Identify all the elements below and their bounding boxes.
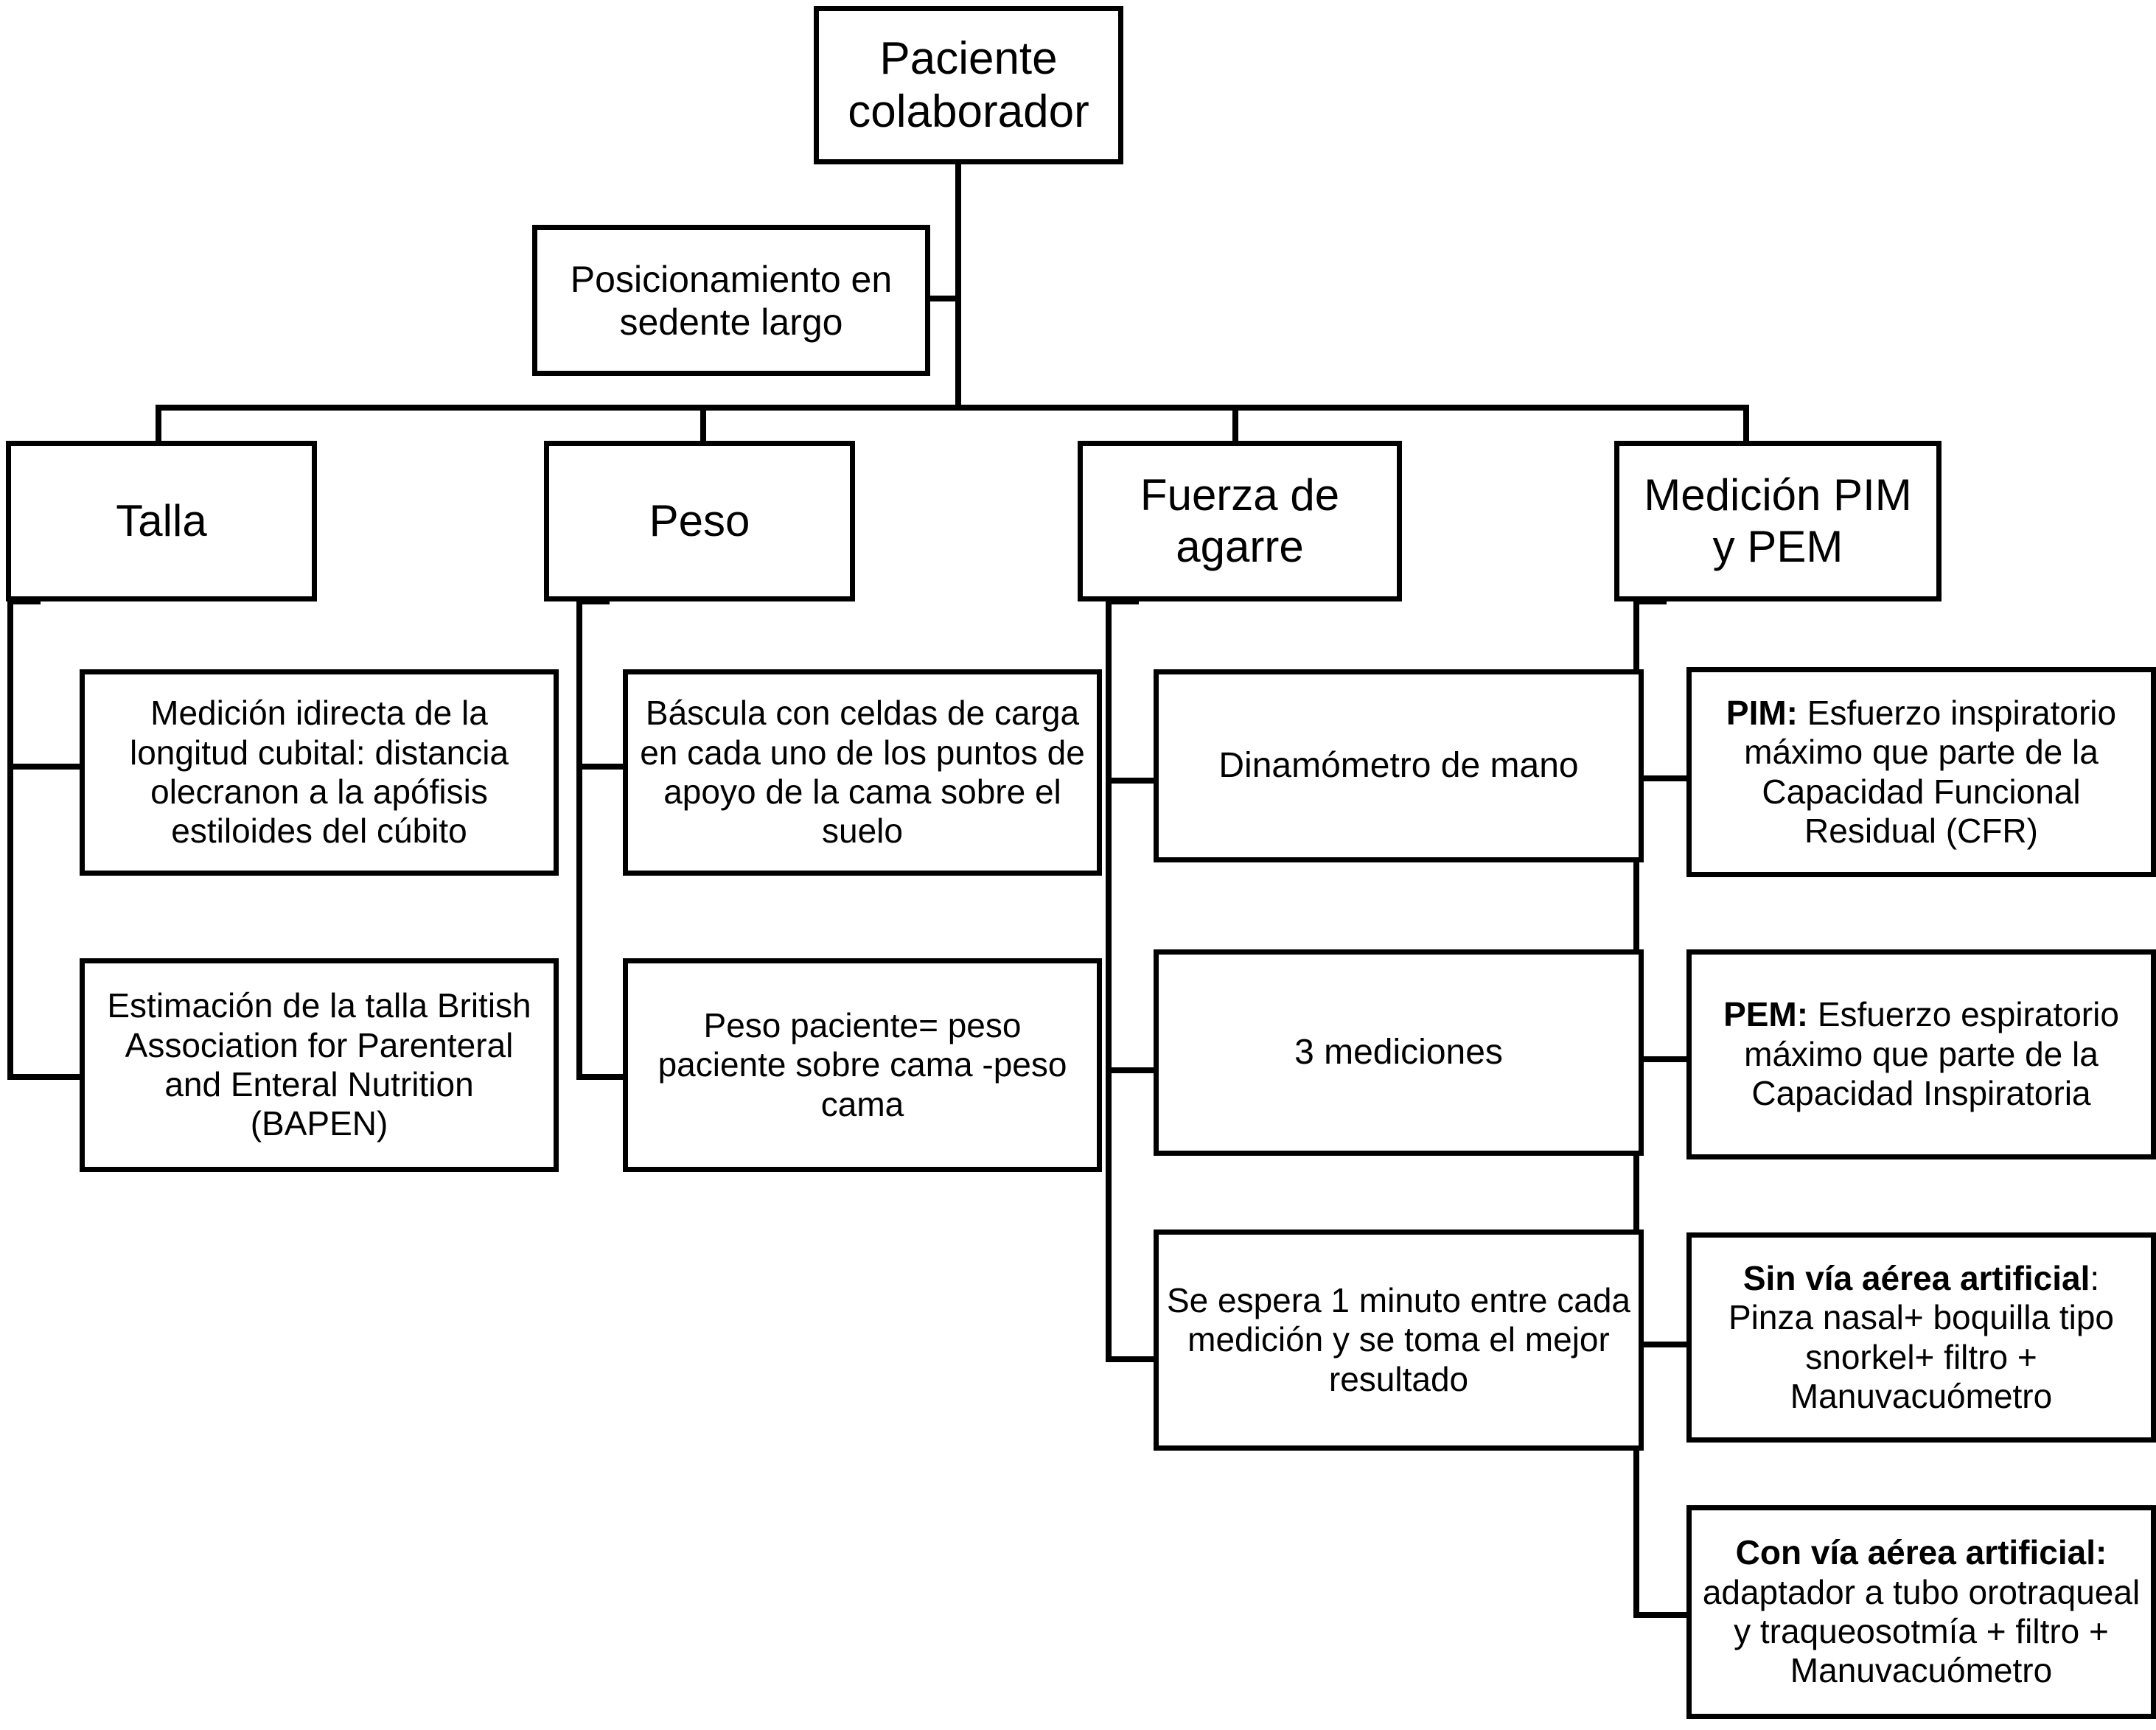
node-category-peso[interactable]: Peso [544, 441, 855, 601]
node-positioning[interactable]: Posicionamiento en sedente largo [532, 225, 930, 376]
node-leaf-fuerza-1[interactable]: Dinamómetro de mano [1154, 669, 1644, 862]
node-leaf-medicion-3-text: Sin vía aérea artificial: Pinza nasal+ b… [1692, 1259, 2151, 1416]
connector-drop-talla [156, 405, 161, 443]
connector-peso-bottom [576, 599, 610, 604]
node-leaf-talla-1[interactable]: Medición idirecta de la longitud cubital… [80, 669, 559, 876]
connector-medicion-stub-4 [1633, 1612, 1686, 1618]
connector-drop-medicion [1743, 405, 1749, 443]
connector-distribution-bar [156, 405, 1749, 411]
node-leaf-medicion-2-text: PEM: Esfuerzo espiratorio máximo que par… [1692, 995, 2151, 1113]
node-leaf-peso-1-label: Báscula con celdas de carga en cada uno … [640, 694, 1085, 851]
node-category-talla-label: Talla [116, 496, 207, 546]
connector-peso-trunk [576, 599, 582, 1080]
node-leaf-medicion-4[interactable]: Con vía aérea artificial: adaptador a tu… [1686, 1505, 2156, 1719]
connector-talla-stub-1 [7, 764, 80, 770]
node-leaf-medicion-1-bold: PIM: [1726, 693, 1798, 732]
connector-medicion-bottom [1633, 599, 1667, 604]
connector-root-to-positioning [929, 296, 960, 301]
node-leaf-medicion-3-bold: Sin vía aérea artificial [1742, 1258, 2090, 1297]
node-leaf-medicion-4-text: Con vía aérea artificial: adaptador a tu… [1692, 1533, 2151, 1690]
connector-peso-stub-2 [576, 1074, 625, 1080]
node-category-fuerza-de-agarre[interactable]: Fuerza de agarre [1078, 441, 1402, 601]
node-leaf-talla-1-label: Medición idirecta de la longitud cubital… [130, 694, 509, 851]
connector-fuerza-bottom [1106, 599, 1139, 604]
node-leaf-medicion-4-label: adaptador a tubo orotraqueal y traqueoso… [1702, 1572, 2141, 1690]
node-leaf-medicion-4-bold: Con vía aérea artificial: [1735, 1533, 2107, 1572]
node-root[interactable]: Paciente colaborador [814, 6, 1123, 164]
connector-talla-stub-2 [7, 1074, 80, 1080]
connector-talla-trunk [7, 599, 13, 1080]
connector-medicion-stub-3 [1633, 1342, 1686, 1347]
node-leaf-fuerza-1-label: Dinamómetro de mano [1218, 746, 1579, 786]
node-leaf-fuerza-2-label: 3 mediciones [1294, 1033, 1503, 1072]
node-leaf-talla-2-label: Estimación de la talla British Associati… [107, 986, 531, 1143]
connector-fuerza-stub-2 [1106, 1067, 1156, 1073]
node-leaf-peso-1[interactable]: Báscula con celdas de carga en cada uno … [623, 669, 1102, 876]
node-leaf-medicion-1-label: Esfuerzo inspiratorio máximo que parte d… [1744, 693, 2117, 850]
connector-talla-bottom [7, 599, 41, 604]
node-category-talla[interactable]: Talla [6, 441, 317, 601]
node-category-medicion-pim-y-pem[interactable]: Medición PIM y PEM [1614, 441, 1942, 601]
connector-peso-stub-1 [576, 764, 625, 770]
node-leaf-medicion-2[interactable]: PEM: Esfuerzo espiratorio máximo que par… [1686, 949, 2156, 1159]
connector-drop-peso [700, 405, 706, 443]
node-leaf-peso-2-label: Peso paciente= peso paciente sobre cama … [657, 1005, 1067, 1123]
node-category-fuerza-de-agarre-label: Fuerza de agarre [1140, 470, 1340, 571]
node-root-label: Paciente colaborador [848, 32, 1089, 137]
node-leaf-medicion-2-label: Esfuerzo espiratorio máximo que parte de… [1744, 995, 2119, 1113]
connector-fuerza-trunk [1106, 599, 1112, 1362]
node-leaf-fuerza-2[interactable]: 3 mediciones [1154, 949, 1644, 1156]
connector-medicion-stub-2 [1633, 1056, 1686, 1062]
connector-drop-fuerza [1232, 405, 1238, 443]
node-leaf-medicion-2-bold: PEM: [1723, 995, 1809, 1034]
node-positioning-label: Posicionamiento en sedente largo [570, 258, 893, 343]
node-category-medicion-pim-y-pem-label: Medición PIM y PEM [1644, 470, 1912, 571]
connector-fuerza-stub-3 [1106, 1356, 1156, 1362]
node-category-peso-label: Peso [649, 496, 750, 546]
node-leaf-peso-2[interactable]: Peso paciente= peso paciente sobre cama … [623, 958, 1102, 1172]
connector-root-trunk [955, 163, 961, 411]
node-leaf-medicion-1-text: PIM: Esfuerzo inspiratorio máximo que pa… [1692, 694, 2151, 851]
node-leaf-medicion-3[interactable]: Sin vía aérea artificial: Pinza nasal+ b… [1686, 1232, 2156, 1443]
connector-medicion-stub-1 [1633, 775, 1686, 781]
node-leaf-medicion-3-label: : Pinza nasal+ boquilla tipo snorkel+ fi… [1728, 1258, 2114, 1415]
node-leaf-fuerza-3-label: Se espera 1 minuto entre cada medición y… [1166, 1280, 1631, 1398]
connector-fuerza-stub-1 [1106, 778, 1156, 784]
node-leaf-talla-2[interactable]: Estimación de la talla British Associati… [80, 958, 559, 1172]
node-leaf-fuerza-3[interactable]: Se espera 1 minuto entre cada medición y… [1154, 1230, 1644, 1451]
node-leaf-medicion-1[interactable]: PIM: Esfuerzo inspiratorio máximo que pa… [1686, 667, 2156, 877]
